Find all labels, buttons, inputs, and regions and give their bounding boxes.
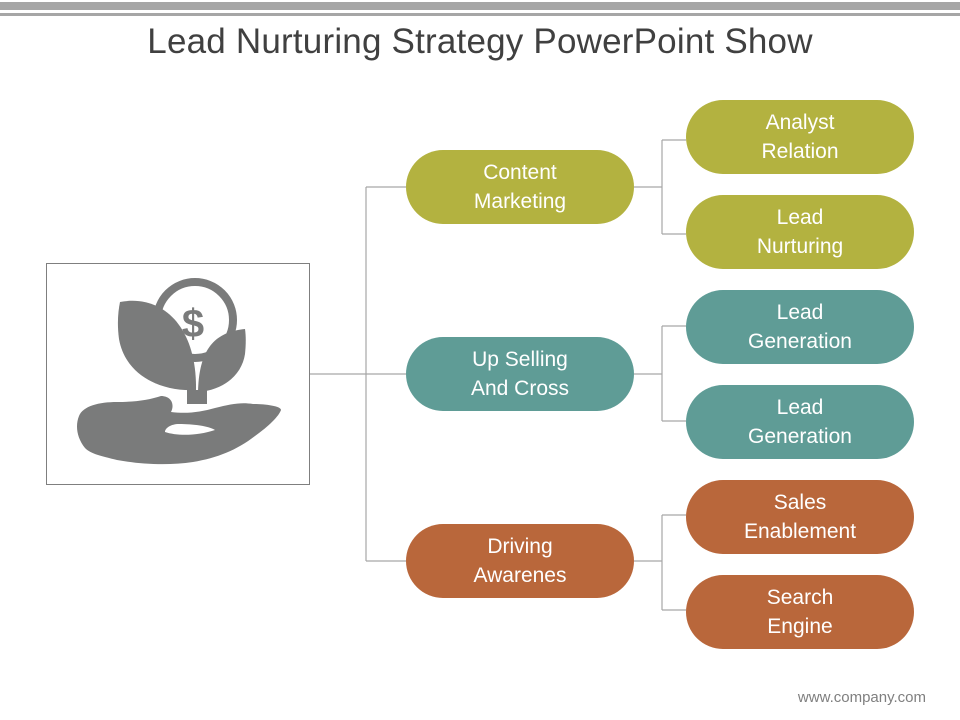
leaf-label-line1: Analyst xyxy=(765,111,835,134)
branch-driving-awareness[interactable]: Driving Awarenes xyxy=(406,524,634,598)
header-bar-thick xyxy=(0,2,960,10)
leaf-lead-generation-1[interactable]: Lead Generation xyxy=(686,290,914,364)
leaf-label-line1: Lead xyxy=(776,396,824,419)
stem-base xyxy=(187,390,207,404)
leaf-label-line2: Enablement xyxy=(743,520,857,543)
leaf-label-line2: Generation xyxy=(748,330,852,353)
leaf-label-line2: Engine xyxy=(767,615,833,638)
leaf-label-line1: Lead xyxy=(776,206,824,229)
hand-plant-dollar-icon: $ xyxy=(77,278,281,465)
branch-up-selling[interactable]: Up Selling And Cross xyxy=(406,337,634,411)
right-leaf xyxy=(198,329,246,392)
branch-label-line1: Driving xyxy=(487,535,553,558)
header-bar-thin xyxy=(0,13,960,16)
branch-label-line2: Marketing xyxy=(473,190,567,213)
leaf-label-line1: Sales xyxy=(773,491,827,514)
icon-box: $ xyxy=(46,263,310,485)
branch-label-line2: Awarenes xyxy=(473,564,567,587)
branch-content-marketing[interactable]: Content Marketing xyxy=(406,150,634,224)
branch-label-line1: Up Selling xyxy=(472,348,568,371)
leaf-lead-nurturing[interactable]: Lead Nurturing xyxy=(686,195,914,269)
leaf-lead-generation-2[interactable]: Lead Generation xyxy=(686,385,914,459)
open-hand xyxy=(77,396,281,465)
leaf-label-line2: Generation xyxy=(748,425,852,448)
leaf-label-line1: Search xyxy=(766,586,834,609)
footer-url: www.company.com xyxy=(797,689,926,706)
dollar-sign-glyph: $ xyxy=(182,302,204,346)
leaf-label-line1: Lead xyxy=(776,301,824,324)
leaf-label-line2: Relation xyxy=(761,140,839,163)
branch-label-line2: And Cross xyxy=(470,377,570,400)
leaf-label-line2: Nurturing xyxy=(756,235,844,258)
branch-label-line1: Content xyxy=(483,161,557,184)
leaf-sales-enablement[interactable]: Sales Enablement xyxy=(686,480,914,554)
left-leaf xyxy=(117,300,197,391)
slide-title: Lead Nurturing Strategy PowerPoint Show xyxy=(147,22,813,61)
leaf-analyst-relation[interactable]: Analyst Relation xyxy=(686,100,914,174)
leaf-search-engine[interactable]: Search Engine xyxy=(686,575,914,649)
